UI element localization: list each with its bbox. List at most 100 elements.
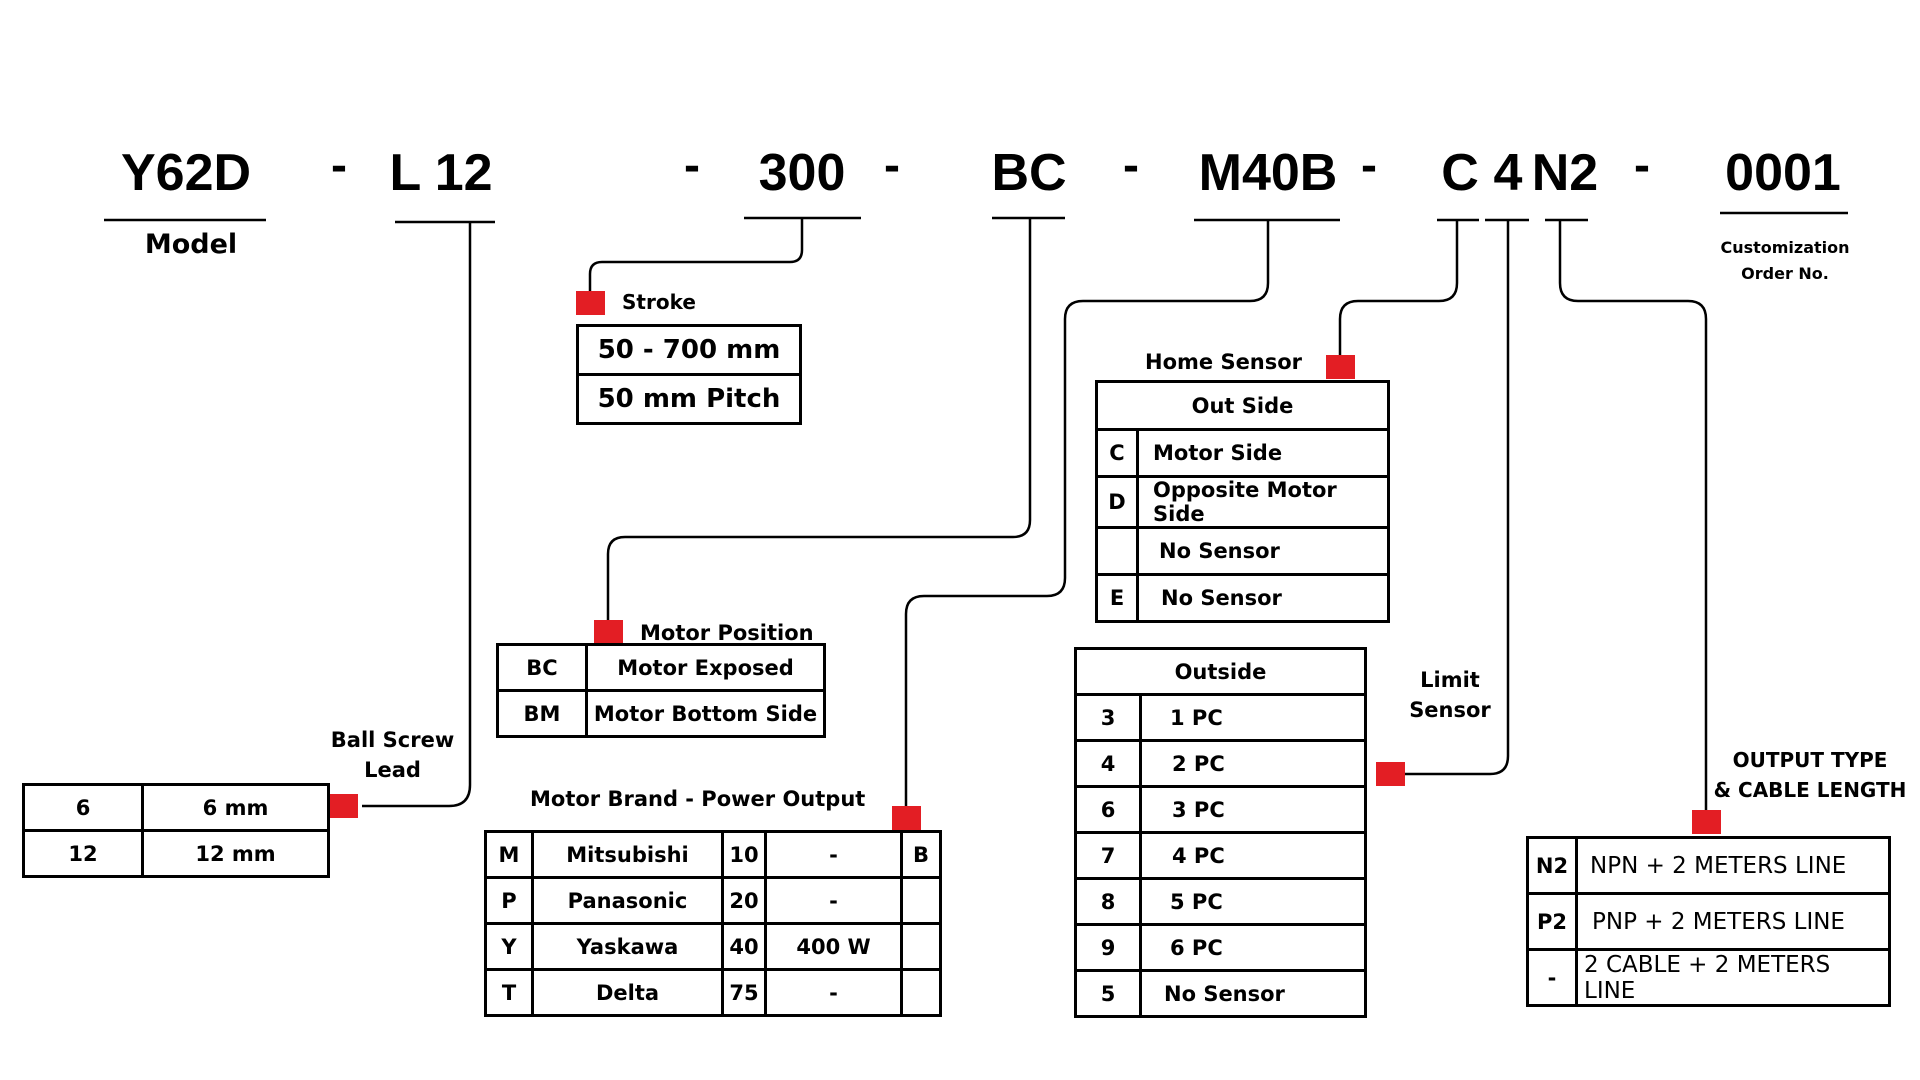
lead-value: 6 mm <box>141 783 330 832</box>
brand-name: Delta <box>531 968 724 1017</box>
wire-lead <box>362 222 472 808</box>
home-sensor-marker <box>1326 355 1355 379</box>
wire-stroke <box>588 218 804 292</box>
motor-position-code: BC <box>496 643 588 692</box>
stroke-range: 50 - 700 mm <box>576 324 802 376</box>
brand-name: Yaskawa <box>531 922 724 971</box>
power-value: 400 W <box>764 922 903 971</box>
output-value: NPN + 2 METERS LINE <box>1575 836 1891 895</box>
limit-sensor-value: 2 PC <box>1139 739 1367 788</box>
brand-code: M <box>484 830 534 879</box>
limit-sensor-code: 9 <box>1074 923 1142 972</box>
lead-code: 6 <box>22 783 144 832</box>
limit-sensor-value: 4 PC <box>1139 831 1367 880</box>
home-sensor-code: D <box>1095 475 1139 529</box>
limit-sensor-title: Limit Sensor <box>1400 665 1500 725</box>
limit-sensor-value: 1 PC <box>1139 693 1367 742</box>
output-type-title-line2: & CABLE LENGTH <box>1713 778 1907 802</box>
order-label: Customization Order No. <box>1700 235 1870 287</box>
limit-sensor-value: 6 PC <box>1139 923 1367 972</box>
code-separator: - <box>884 139 900 192</box>
code-separator: - <box>1361 139 1377 192</box>
motor-brand-marker <box>892 806 921 830</box>
lead-code: 12 <box>22 829 144 878</box>
output-type-table: N2 NPN + 2 METERS LINE P2 PNP + 2 METERS… <box>1526 836 1891 1007</box>
home-sensor-value: Motor Side <box>1136 428 1390 478</box>
motor-brand-title: Motor Brand - Power Output <box>530 787 866 811</box>
output-type-marker <box>1692 810 1721 834</box>
output-code: N2 <box>1526 836 1578 895</box>
code-order: 0001 <box>1725 144 1841 202</box>
limit-sensor-title-line1: Limit <box>1420 668 1480 692</box>
limit-sensor-code: 3 <box>1074 693 1142 742</box>
code-model: Y62D <box>120 144 252 202</box>
output-value: 2 CABLE + 2 METERS LINE <box>1575 948 1891 1007</box>
home-sensor-code: C <box>1095 428 1139 478</box>
brake-code: B <box>900 830 942 879</box>
home-sensor-value: No Sensor <box>1136 573 1390 623</box>
home-sensor-code <box>1095 526 1139 576</box>
ball-screw-lead-marker <box>329 794 358 818</box>
power-value: - <box>764 968 903 1017</box>
limit-sensor-value: 3 PC <box>1139 785 1367 834</box>
brand-code: P <box>484 876 534 925</box>
model-label: Model <box>144 229 238 260</box>
limit-sensor-code: 4 <box>1074 739 1142 788</box>
code-lead: L 12 <box>389 144 493 202</box>
output-type-title: OUTPUT TYPE & CABLE LENGTH <box>1710 745 1910 805</box>
home-sensor-value: Opposite Motor Side <box>1136 475 1390 529</box>
home-sensor-header: Out Side <box>1095 380 1390 431</box>
limit-sensor-header: Outside <box>1074 647 1367 696</box>
output-value: PNP + 2 METERS LINE <box>1575 892 1891 951</box>
power-value: - <box>764 830 903 879</box>
code-output: N2 <box>1531 144 1599 202</box>
output-code: - <box>1526 948 1578 1007</box>
motor-position-value: Motor Bottom Side <box>585 689 826 738</box>
brake-empty <box>900 876 942 925</box>
motor-brand-table: M Mitsubishi 10 - B P Panasonic 20 - Y Y… <box>484 830 942 1017</box>
home-sensor-value: No Sensor <box>1136 526 1390 576</box>
motor-position-marker <box>594 620 623 644</box>
wire-home-sensor <box>1338 220 1459 355</box>
motor-position-table: BC Motor Exposed BM Motor Bottom Side <box>496 643 826 738</box>
code-stroke: 300 <box>758 144 846 202</box>
code-home-sensor: C <box>1441 144 1479 202</box>
limit-sensor-value: 5 PC <box>1139 877 1367 926</box>
brand-name: Panasonic <box>531 876 724 925</box>
brand-code: T <box>484 968 534 1017</box>
ball-screw-lead-title-line1: Ball Screw <box>330 728 455 752</box>
code-separator: - <box>331 139 347 192</box>
order-label-line1: Customization <box>1720 238 1850 257</box>
code-motor: M40B <box>1198 144 1338 202</box>
ball-screw-lead-table: 6 6 mm 12 12 mm <box>22 783 330 878</box>
limit-sensor-title-line2: Sensor <box>1409 698 1491 722</box>
motor-position-title: Motor Position <box>640 621 814 645</box>
home-sensor-title: Home Sensor <box>1145 350 1303 374</box>
code-motor-position: BC <box>991 144 1067 202</box>
limit-sensor-value: No Sensor <box>1139 969 1367 1018</box>
motor-position-value: Motor Exposed <box>585 643 826 692</box>
code-separator: - <box>684 139 700 192</box>
wire-output <box>1558 220 1708 820</box>
output-type-title-line1: OUTPUT TYPE <box>1732 748 1888 772</box>
brand-name: Mitsubishi <box>531 830 724 879</box>
limit-sensor-marker <box>1376 762 1405 786</box>
stroke-table: 50 - 700 mm 50 mm Pitch <box>576 324 802 425</box>
power-code: 75 <box>721 968 767 1017</box>
output-code: P2 <box>1526 892 1578 951</box>
power-code: 40 <box>721 922 767 971</box>
brake-empty <box>900 968 942 1017</box>
stroke-pitch: 50 mm Pitch <box>576 373 802 425</box>
brake-empty <box>900 922 942 971</box>
brand-code: Y <box>484 922 534 971</box>
limit-sensor-code: 8 <box>1074 877 1142 926</box>
ball-screw-lead-title: Ball Screw Lead <box>330 725 455 785</box>
motor-position-code: BM <box>496 689 588 738</box>
power-code: 10 <box>721 830 767 879</box>
limit-sensor-code: 5 <box>1074 969 1142 1018</box>
limit-sensor-code: 6 <box>1074 785 1142 834</box>
stroke-title: Stroke <box>622 290 696 314</box>
home-sensor-table: Out Side C Motor Side D Opposite Motor S… <box>1095 380 1390 623</box>
stroke-marker <box>576 291 605 315</box>
